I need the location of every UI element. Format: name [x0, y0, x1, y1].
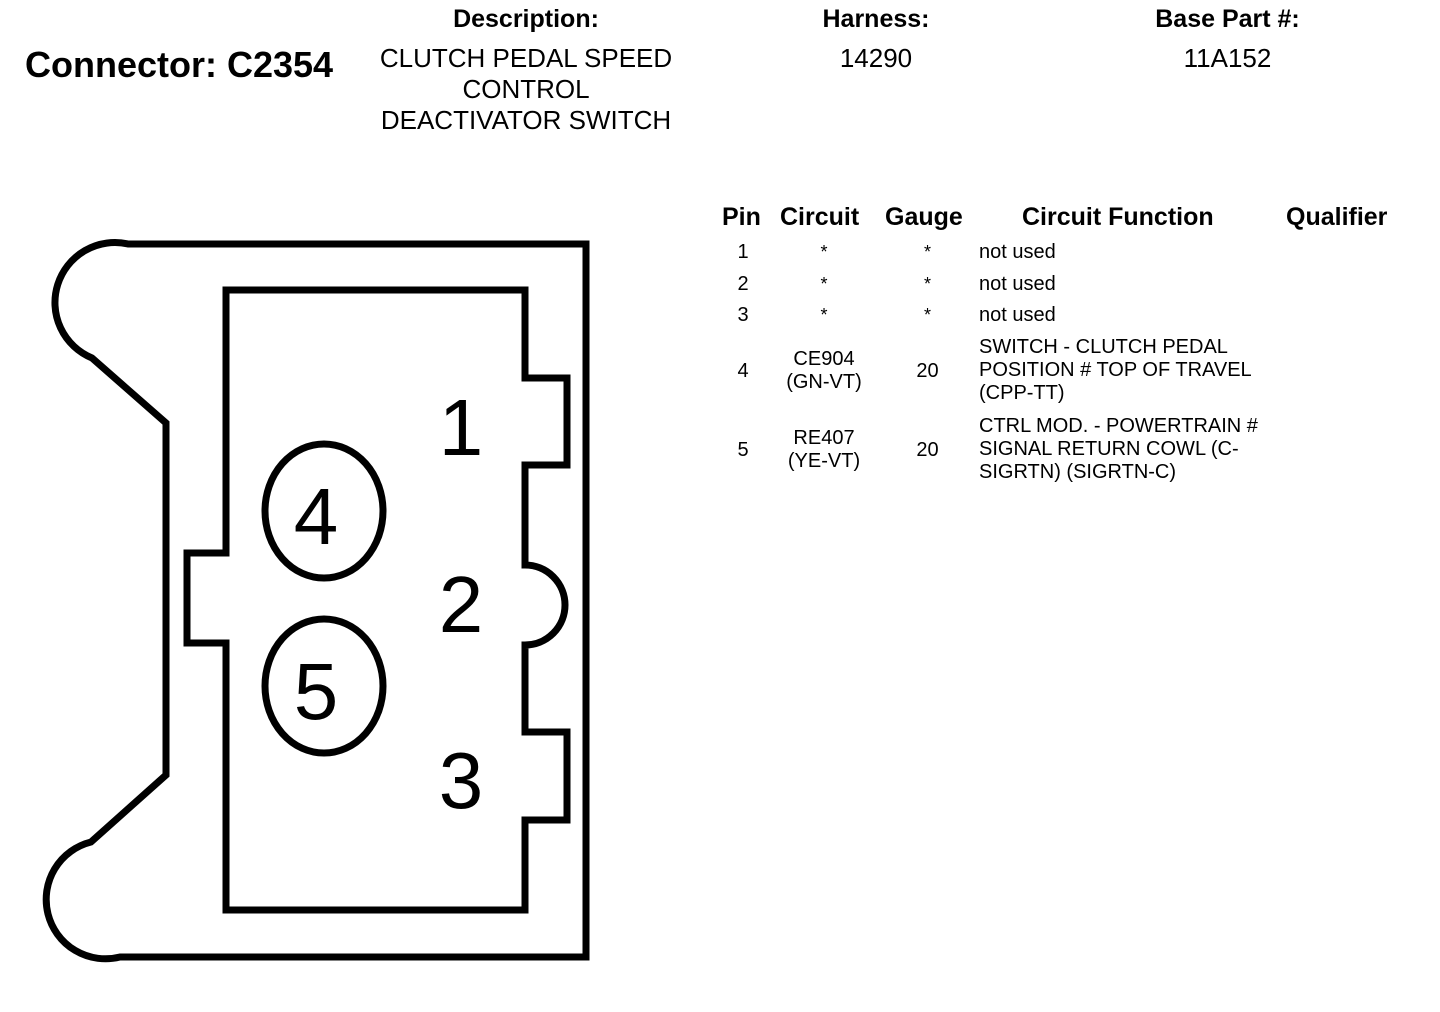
pin-2-label: 2	[439, 560, 484, 649]
circuit-color: (YE-VT)	[787, 450, 861, 472]
connector-inner-cavity	[183, 286, 571, 914]
circuit-cell: RE407 (YE-VT)	[779, 427, 869, 473]
function-cell: SWITCH - CLUTCH PEDAL POSITION # TOP OF …	[979, 336, 1252, 405]
circuit-cell: *	[820, 305, 828, 325]
function-line: CTRL MOD. - POWERTRAIN #	[979, 415, 1258, 437]
harness-label: Harness:	[822, 5, 930, 33]
description-line: CONTROL	[462, 74, 590, 104]
gauge-cell: 20	[916, 439, 939, 461]
circuit-cell: *	[820, 274, 828, 294]
connector-face-diagram: 1 2 3 4 5	[42, 239, 590, 963]
gauge-cell: 20	[916, 360, 939, 382]
column-header-pin: Pin	[722, 203, 761, 231]
pin-cell: 3	[737, 304, 749, 326]
function-line: SWITCH - CLUTCH PEDAL	[979, 336, 1228, 358]
connector-outer-housing	[42, 239, 590, 963]
description-line: DEACTIVATOR SWITCH	[380, 105, 672, 135]
connector-title: Connector: C2354	[25, 44, 334, 85]
column-header-gauge: Gauge	[885, 203, 963, 231]
pin-4-label: 4	[294, 472, 339, 561]
description-label: Description:	[453, 5, 599, 33]
description-line: CLUTCH PEDAL SPEED	[379, 43, 673, 73]
pin-3-label: 3	[439, 736, 484, 825]
pin-5-ring	[261, 615, 387, 757]
function-cell: CTRL MOD. - POWERTRAIN # SIGNAL RETURN C…	[979, 415, 1258, 484]
pin-cell: 2	[737, 273, 749, 295]
gauge-cell: *	[923, 305, 931, 325]
circuit-cell: CE904 (GN-VT)	[779, 348, 869, 394]
pin-5-label: 5	[294, 647, 339, 736]
function-line: SIGNAL RETURN COWL (C-	[979, 438, 1239, 460]
function-line: SIGRTN) (SIGRTN-C)	[979, 461, 1177, 483]
circuit-color: (GN-VT)	[786, 371, 862, 393]
function-cell: not used	[979, 241, 1056, 263]
pin-cell: 4	[737, 360, 749, 382]
column-header-circuit-function: Circuit Function	[1022, 203, 1214, 231]
harness-value: 14290	[839, 43, 913, 73]
gauge-cell: *	[923, 242, 931, 262]
circuit-cell: *	[820, 242, 828, 262]
circuit-number: CE904	[793, 348, 855, 370]
function-line: (CPP-TT)	[979, 382, 1065, 404]
pin-cell: 1	[737, 241, 749, 263]
base-part-value: 11A152	[1183, 43, 1272, 73]
description-value: CLUTCH PEDAL SPEED CONTROL DEACTIVATOR S…	[360, 43, 692, 136]
base-part-label: Base Part #:	[1155, 5, 1300, 33]
pin-4-ring	[261, 440, 387, 582]
circuit-number: RE407	[793, 427, 855, 449]
pin-1-label: 1	[439, 383, 484, 472]
function-line: POSITION # TOP OF TRAVEL	[979, 359, 1252, 381]
gauge-cell: *	[923, 274, 931, 294]
function-cell: not used	[979, 304, 1056, 326]
column-header-circuit: Circuit	[780, 203, 860, 231]
column-header-qualifier: Qualifier	[1286, 203, 1388, 231]
function-cell: not used	[979, 273, 1056, 295]
pin-cell: 5	[737, 439, 749, 461]
